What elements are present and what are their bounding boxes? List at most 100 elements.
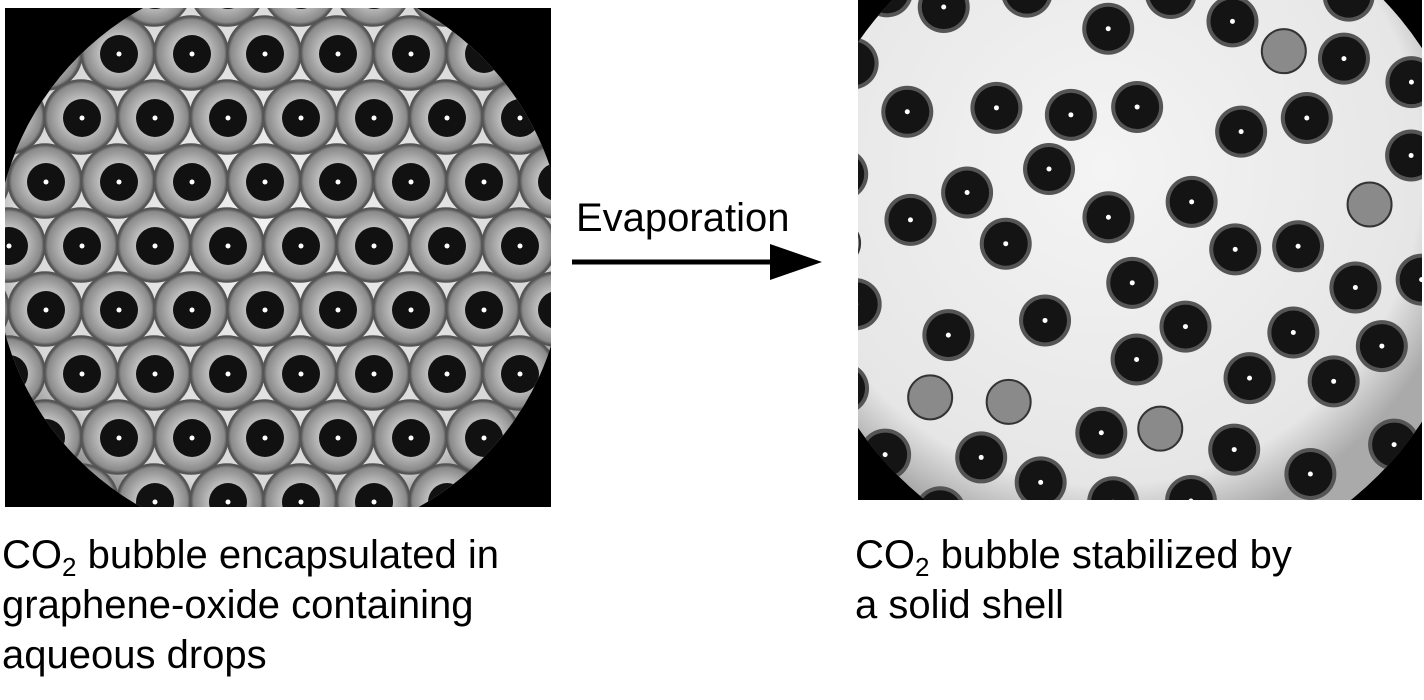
drop xyxy=(408,79,484,155)
shelled-bubble xyxy=(914,486,967,500)
shelled-bubble xyxy=(1322,0,1375,22)
bubble-core xyxy=(1148,0,1193,16)
bubble-highlight xyxy=(1098,430,1104,436)
drop xyxy=(518,143,551,219)
bubble-highlight xyxy=(262,51,268,57)
bubble-highlight xyxy=(116,51,122,57)
shelled-bubble xyxy=(1023,143,1076,196)
bubble-highlight xyxy=(43,179,49,185)
drop xyxy=(445,143,521,219)
shelled-bubble xyxy=(1206,0,1259,48)
right-caption: CO2 bubble stabilized by a solid shell xyxy=(855,530,1292,630)
bubble-highlight xyxy=(1042,317,1048,323)
bubble-highlight xyxy=(1290,330,1296,336)
drop xyxy=(7,271,83,347)
drop xyxy=(226,271,302,347)
bubble-highlight xyxy=(1379,343,1385,349)
bubble-highlight xyxy=(116,435,122,441)
drop xyxy=(43,335,119,411)
arrow-label: Evaporation xyxy=(576,196,790,240)
bubble-core xyxy=(1091,480,1136,500)
bubble-highlight xyxy=(1352,285,1358,291)
drop xyxy=(262,79,338,155)
bubble-highlight xyxy=(298,243,304,249)
bubble-highlight xyxy=(298,499,304,505)
drop xyxy=(189,335,265,411)
drop xyxy=(7,143,83,219)
shelled-bubble xyxy=(1329,261,1382,314)
caption-line2: a solid shell xyxy=(855,583,1065,627)
bubble-highlight xyxy=(1068,112,1074,118)
bubble-highlight xyxy=(1134,357,1140,363)
drop-shell xyxy=(518,143,551,219)
bubble-core xyxy=(1326,0,1371,18)
shelled-bubble xyxy=(1159,300,1212,353)
drop xyxy=(116,207,192,283)
bubble-highlight xyxy=(189,179,195,185)
shelled-bubble xyxy=(1019,294,1072,347)
bubble-highlight xyxy=(1341,56,1347,62)
drop xyxy=(189,8,265,27)
bubble-highlight xyxy=(517,115,523,121)
bubble-highlight xyxy=(993,105,999,111)
drop xyxy=(153,271,229,347)
bubble-highlight xyxy=(1238,129,1244,135)
caption-line1: bubble encapsulated in xyxy=(76,533,500,577)
drop xyxy=(80,143,156,219)
bubble-highlight xyxy=(408,179,414,185)
caption-line2: graphene-oxide containing xyxy=(2,583,474,627)
drop xyxy=(299,271,375,347)
drop xyxy=(518,271,551,347)
bubble-highlight xyxy=(882,452,888,458)
bubble-highlight xyxy=(1331,378,1337,384)
empty-shell xyxy=(985,378,1032,425)
bubble-highlight xyxy=(1295,243,1301,249)
bubble-highlight xyxy=(371,243,377,249)
bubble-highlight xyxy=(335,435,341,441)
bubble-highlight xyxy=(298,115,304,121)
bubble-highlight xyxy=(335,179,341,185)
drop-shell xyxy=(116,8,192,27)
shelled-bubble xyxy=(1317,32,1370,85)
drop-shell xyxy=(518,271,551,347)
bubble-highlight xyxy=(335,51,341,57)
bubble-highlight xyxy=(225,115,231,121)
shelled-bubble xyxy=(1355,320,1408,373)
drop xyxy=(189,79,265,155)
bubble-highlight xyxy=(79,115,85,121)
bubble-highlight xyxy=(1129,280,1135,286)
shelled-bubble xyxy=(922,309,975,362)
empty-shell xyxy=(1137,405,1184,452)
drop xyxy=(335,207,411,283)
shelled-bubble xyxy=(1075,406,1128,459)
shelled-bubble xyxy=(955,431,1008,484)
bubble-core xyxy=(858,41,875,86)
bubble-highlight xyxy=(1247,375,1253,381)
drop xyxy=(299,15,375,91)
drop xyxy=(372,143,448,219)
bubble-highlight xyxy=(978,454,984,460)
bubble-highlight xyxy=(6,243,12,249)
shelled-bubble xyxy=(1346,181,1393,228)
empty-shell xyxy=(858,220,862,267)
shelled-bubble xyxy=(858,37,879,90)
shelled-bubble xyxy=(1110,333,1163,386)
bubble-highlight xyxy=(1134,104,1140,110)
shelled-bubble xyxy=(1000,0,1053,18)
shelled-bubble xyxy=(1215,105,1268,158)
drop xyxy=(226,399,302,475)
drop xyxy=(43,207,119,283)
shelled-bubble xyxy=(1111,80,1164,133)
bubble-highlight xyxy=(371,115,377,121)
shelled-bubble xyxy=(1385,56,1422,109)
bubble-highlight xyxy=(481,435,487,441)
empty-shell xyxy=(907,374,954,421)
drop xyxy=(80,271,156,347)
drop xyxy=(299,143,375,219)
drop xyxy=(153,143,229,219)
drop xyxy=(481,207,551,283)
caption-subscript: 2 xyxy=(62,552,77,582)
bubble-highlight xyxy=(298,371,304,377)
shelled-bubble xyxy=(941,166,994,219)
bubble-highlight xyxy=(152,371,158,377)
